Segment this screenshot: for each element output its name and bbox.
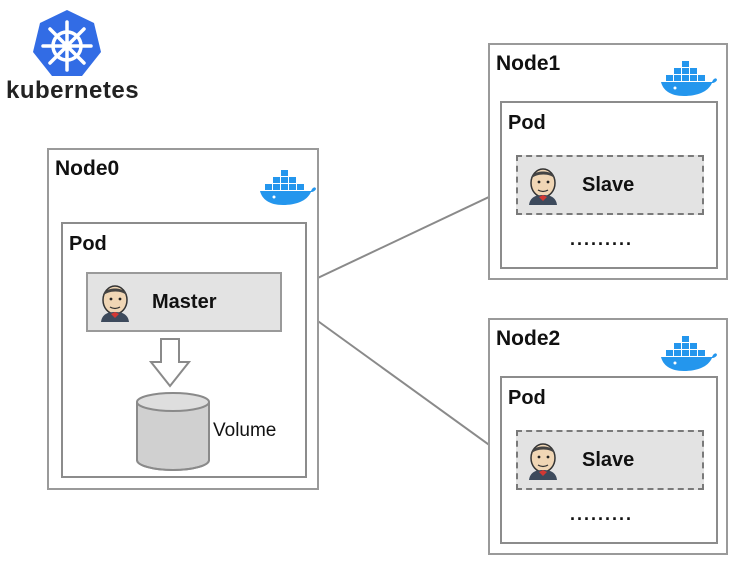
docker-whale-icon (259, 168, 317, 211)
node1-title: Node1 (496, 52, 561, 75)
node2-pod-box: Pod Slave ......... (500, 376, 718, 544)
more-pods-ellipsis: ......... (570, 229, 634, 249)
node0-pod-title: Pod (69, 233, 107, 255)
node1-box: Node1 Pod S (488, 43, 728, 280)
more-pods-ellipsis: ......... (570, 504, 634, 524)
kubernetes-logo-text: kubernetes (6, 77, 140, 104)
node2-title: Node2 (496, 327, 561, 350)
jenkins-icon (96, 282, 134, 322)
kubernetes-helm-icon (33, 10, 101, 76)
node2-box: Node2 Pod S (488, 318, 728, 555)
jenkins-icon (524, 440, 562, 480)
master-label: Master (152, 290, 217, 313)
volume-label: Volume (213, 420, 277, 441)
node0-pod-box: Pod Master (61, 222, 307, 478)
node1-pod-title: Pod (508, 112, 546, 134)
node2-pod-title: Pod (508, 387, 546, 409)
jenkins-icon (524, 165, 562, 205)
slave-label: Slave (582, 173, 635, 196)
kubernetes-logo (30, 8, 104, 80)
arrow-master-to-node1-slave (285, 186, 512, 294)
node0-title: Node0 (55, 157, 120, 180)
slave-label: Slave (582, 448, 635, 471)
docker-whale-icon (660, 59, 718, 102)
docker-whale-icon (660, 334, 718, 377)
master-container: Master (86, 272, 282, 332)
down-arrow-icon (148, 338, 192, 393)
node0-box: Node0 Pod M (47, 148, 319, 490)
arrow-master-to-node2-slave (285, 297, 512, 462)
node1-pod-box: Pod Slave ......... (500, 101, 718, 269)
node1-slave-container: Slave (516, 155, 704, 215)
node2-slave-container: Slave (516, 430, 704, 490)
volume-cylinder-icon (135, 392, 211, 477)
